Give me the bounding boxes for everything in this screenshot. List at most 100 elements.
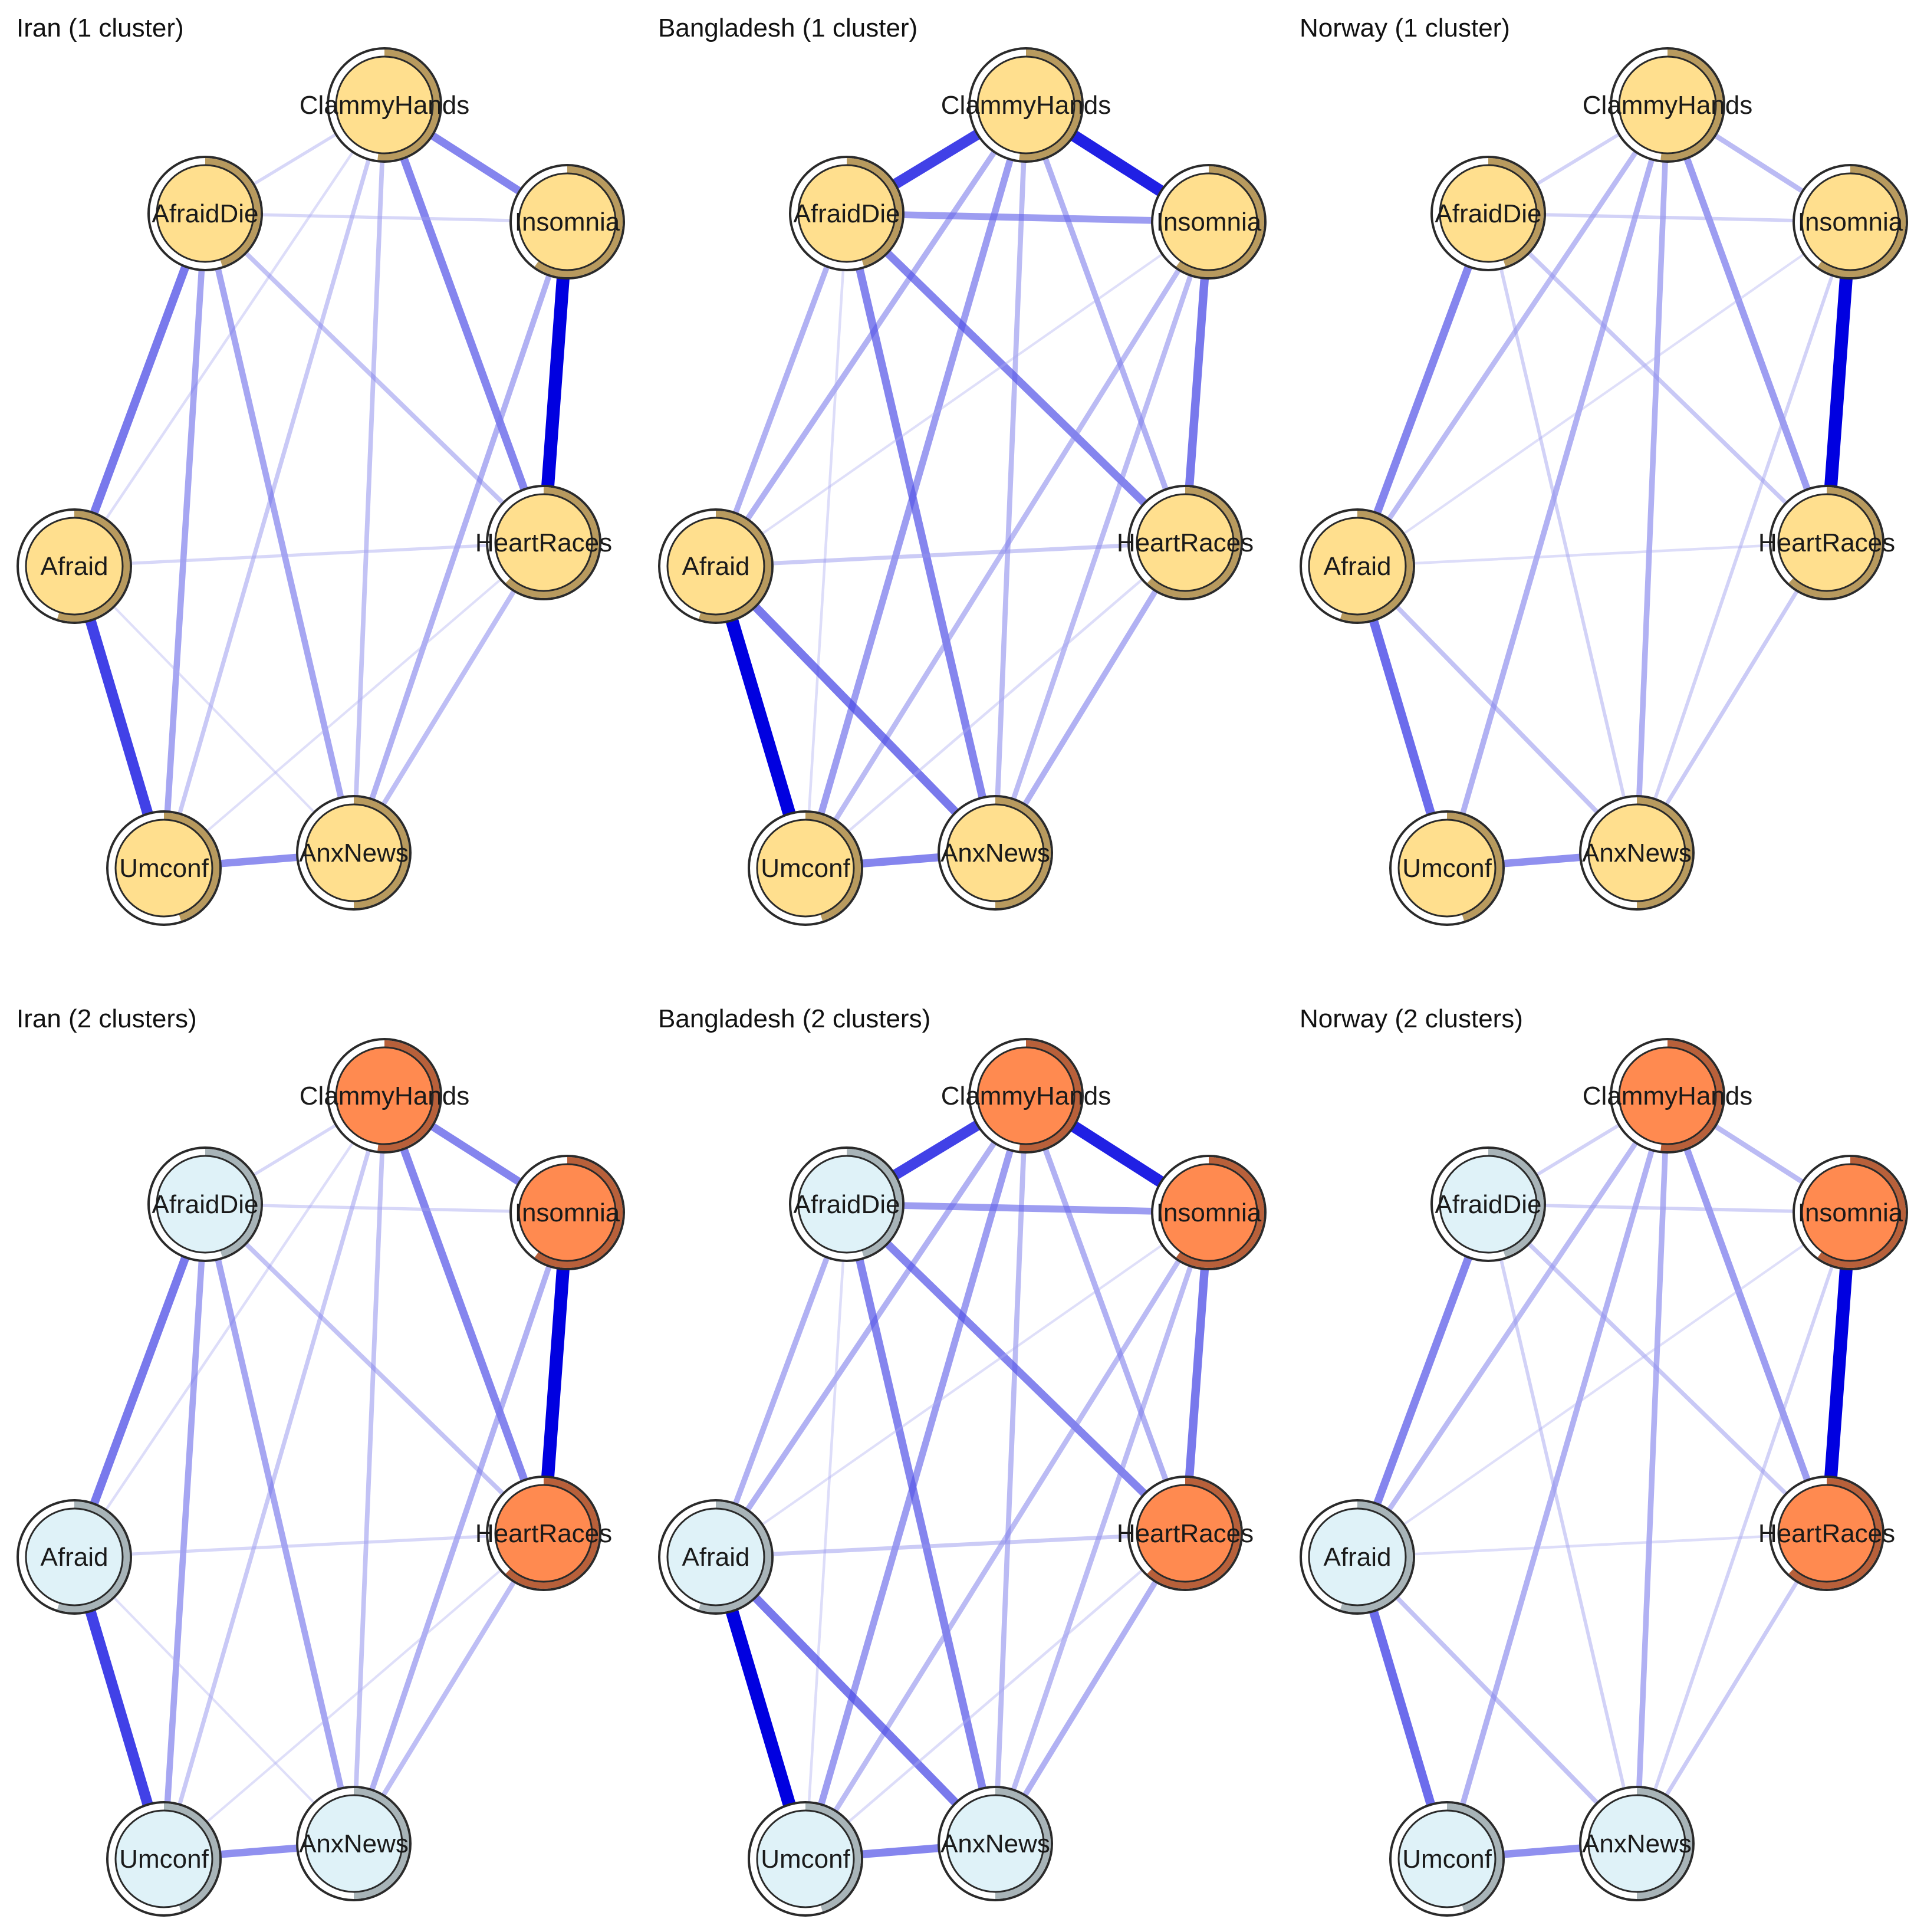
edge-afraid-anxnews [73, 1555, 356, 1845]
node-label: ClammyHands [1583, 91, 1753, 120]
node-fill [304, 803, 403, 902]
node-clammyhands: ClammyHands [1583, 47, 1753, 163]
panel-title: Norway (1 cluster) [1300, 14, 1510, 42]
node-insomnia: Insomnia [1793, 164, 1908, 280]
node-label: HeartRaces [1117, 528, 1254, 557]
edge-afraiddie-umconf [804, 212, 848, 870]
node-fill [1618, 55, 1717, 155]
node-fill [1136, 493, 1235, 592]
edge-afraiddie-insomnia [843, 210, 1212, 225]
edge-clammyhands-umconf [802, 1092, 1030, 1862]
node-fill [1136, 1484, 1235, 1583]
edge-heartraces-anxnews [351, 540, 547, 856]
node-label: AfraidDie [152, 199, 259, 228]
node-umconf: Umconf [1389, 1801, 1505, 1917]
edge-heartraces-anxnews [1634, 540, 1829, 855]
panel-title: Iran (2 clusters) [17, 1004, 197, 1033]
edge-afraid-anxnews [1355, 1555, 1639, 1846]
edge-afraiddie-anxnews [1486, 1202, 1639, 1845]
node-fill [1618, 1046, 1717, 1145]
node-afraid: Afraid [1300, 508, 1415, 624]
edge-heartraces-anxnews [351, 1530, 547, 1846]
edge-afraiddie-anxnews [843, 1200, 999, 1848]
node-insomnia: Insomnia [509, 1155, 625, 1270]
node-anxnews: AnxNews [1579, 1786, 1695, 1901]
edge-insomnia-anxnews [351, 219, 570, 856]
node-fill [156, 1155, 255, 1254]
edge-afraid-heartraces [1356, 541, 1828, 568]
node-label: AnxNews [940, 839, 1050, 868]
edge-clammyhands-afraid [713, 1093, 1029, 1560]
edge-afraid-anxnews [711, 1552, 1000, 1848]
node-fill [156, 164, 255, 263]
edge-clammyhands-anxnews [1634, 102, 1670, 856]
node-fill [946, 803, 1045, 902]
node-umconf: Umconf [106, 1801, 222, 1917]
edge-afraid-heartraces [73, 1532, 545, 1559]
node-label: HeartRaces [475, 528, 612, 557]
node-fill [1801, 172, 1900, 271]
edge-afraid-anxnews [73, 564, 356, 855]
edge-heartraces-anxnews [1634, 1531, 1829, 1846]
node-heartraces: HeartRaces [1117, 485, 1254, 600]
node-fill [335, 1046, 434, 1145]
edge-afraiddie-afraid [1353, 209, 1492, 570]
node-label: Insomnia [1156, 208, 1262, 236]
edge-clammyhands-heartraces [380, 1092, 548, 1537]
edge-insomnia-umconf [803, 219, 1212, 871]
panel-title: Bangladesh (1 cluster) [658, 14, 917, 42]
node-label: Insomnia [515, 1198, 620, 1227]
edge-afraiddie-anxnews [202, 1201, 357, 1847]
node-label: Umconf [119, 854, 209, 883]
node-label: Afraid [1324, 1543, 1392, 1572]
node-clammyhands: ClammyHands [941, 1038, 1111, 1154]
panel-title: Norway (2 clusters) [1300, 1004, 1523, 1033]
edge-afraid-anxnews [1355, 564, 1639, 855]
edge-heartraces-anxnews [992, 1530, 1188, 1846]
node-fill [25, 517, 124, 616]
node-label: Insomnia [1156, 1198, 1262, 1227]
edge-insomnia-anxnews [992, 219, 1212, 856]
node-fill [756, 1809, 855, 1908]
node-afraiddie: AfraidDie [1430, 156, 1546, 271]
node-fill [518, 1163, 617, 1262]
edge-clammyhands-afraid [73, 103, 386, 568]
edge-afraiddie-umconf [160, 210, 209, 872]
node-afraiddie: AfraidDie [1430, 1146, 1546, 1262]
node-afraiddie: AfraidDie [789, 1146, 905, 1262]
node-fill [1397, 1809, 1497, 1908]
node-label: AnxNews [1582, 1829, 1692, 1858]
edge-clammyhands-anxnews [351, 103, 387, 855]
node-afraid: Afraid [17, 508, 132, 624]
node-clammyhands: ClammyHands [1583, 1038, 1753, 1154]
node-label: AfraidDie [152, 1190, 259, 1219]
edge-clammyhands-heartraces [1023, 1093, 1188, 1536]
node-fill [518, 172, 617, 271]
node-anxnews: AnxNews [938, 1786, 1053, 1901]
node-fill [494, 493, 593, 592]
node-afraid: Afraid [658, 1499, 774, 1615]
node-clammyhands: ClammyHands [941, 47, 1111, 163]
node-clammyhands: ClammyHands [300, 47, 469, 163]
edge-afraiddie-insomnia [203, 212, 569, 224]
node-anxnews: AnxNews [938, 795, 1053, 911]
node-afraid: Afraid [658, 508, 774, 624]
node-label: AfraidDie [1435, 199, 1542, 228]
edge-clammyhands-heartraces [1023, 102, 1188, 546]
node-label: AfraidDie [794, 199, 900, 228]
node-fill [335, 55, 434, 155]
edge-afraiddie-insomnia [843, 1201, 1212, 1216]
edge-afraiddie-anxnews [202, 210, 357, 856]
node-label: AnxNews [1582, 839, 1692, 868]
node-fill [1587, 1794, 1686, 1893]
node-label: Afraid [41, 1543, 108, 1572]
node-label: ClammyHands [1583, 1082, 1753, 1110]
node-fill [1777, 1484, 1876, 1583]
edge-insomnia-afraid [714, 220, 1211, 568]
edge-heartraces-anxnews [992, 540, 1188, 856]
node-fill [976, 55, 1076, 155]
